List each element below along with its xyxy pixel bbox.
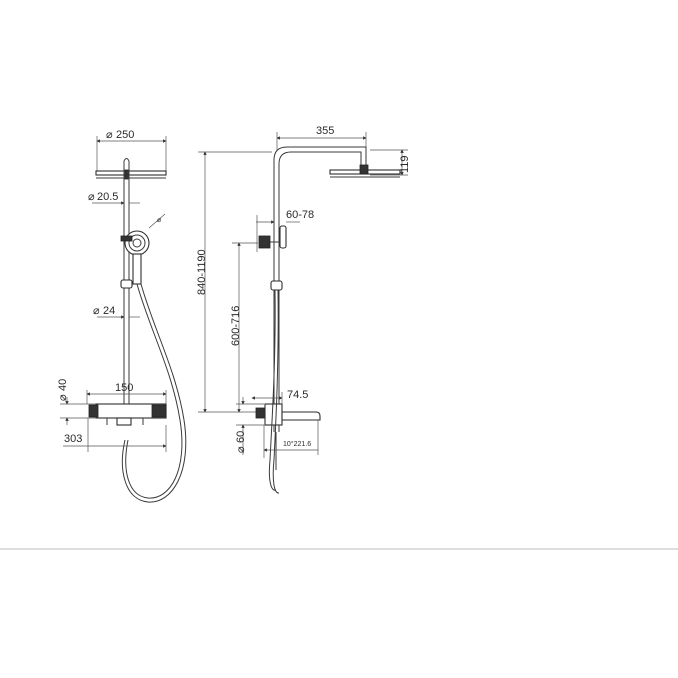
hose-side bbox=[268, 289, 280, 494]
dim-bracket-range: 60-78 bbox=[256, 209, 314, 252]
dim-center-height: 600-716 bbox=[230, 242, 258, 413]
thermostat-valve-front bbox=[88, 403, 167, 426]
dim-head-diameter: ⌀ 250 bbox=[96, 129, 167, 172]
label-valve-diameter: 60 bbox=[235, 431, 247, 443]
riser-arm-side bbox=[273, 146, 367, 412]
label-spout-note: 10°221.6 bbox=[283, 440, 311, 448]
label-arm-reach: 355 bbox=[316, 125, 334, 137]
shower-head-side bbox=[329, 164, 401, 178]
svg-text:⌀: ⌀ bbox=[88, 191, 95, 203]
dim-total-height: 840-1190 bbox=[196, 151, 272, 413]
dim-holder-diameter: ⌀ 24 bbox=[93, 305, 140, 319]
svg-text:⌀: ⌀ bbox=[106, 129, 113, 141]
dim-valve-diameter: ⌀ 60 bbox=[235, 397, 264, 455]
dim-spout-offset: 74.5 bbox=[251, 389, 308, 404]
hand-shower-side bbox=[258, 225, 287, 249]
label-total-height: 840-1190 bbox=[196, 249, 208, 295]
shower-hose bbox=[121, 283, 187, 503]
dim-valve-centers: 150 bbox=[86, 382, 167, 404]
label-head-drop: 119 bbox=[399, 155, 411, 173]
slide-holder-side bbox=[270, 280, 283, 291]
label-head-diameter: 250 bbox=[116, 129, 134, 141]
label-center-height: 600-716 bbox=[230, 306, 242, 346]
label-spout-offset: 74.5 bbox=[287, 389, 308, 401]
thermostat-valve-side bbox=[255, 403, 321, 432]
dim-valve-width: 303 bbox=[63, 418, 167, 452]
dim-head-drop: 119 bbox=[370, 149, 411, 176]
label-valve-width: 303 bbox=[64, 433, 82, 445]
front-view: ⌀ 250 ⌀ 20.5 ⌀ bbox=[57, 129, 187, 503]
side-view: 355 119 60-78 bbox=[196, 125, 411, 494]
label-bracket-range: 60-78 bbox=[286, 209, 314, 221]
dim-arm-reach: 355 bbox=[276, 125, 367, 172]
dim-spout-note: 10°221.6 bbox=[263, 420, 319, 458]
svg-text:⌀: ⌀ bbox=[157, 217, 161, 224]
label-holder-diameter: 24 bbox=[103, 305, 115, 317]
dim-valve-height: ⌀ 40 bbox=[57, 379, 96, 425]
slide-holder bbox=[120, 279, 133, 289]
shower-head-front bbox=[95, 169, 167, 180]
svg-text:⌀: ⌀ bbox=[93, 305, 100, 317]
hand-shower-front: ⌀ bbox=[120, 213, 166, 285]
dim-pipe-diameter: ⌀ 20.5 bbox=[88, 191, 140, 205]
label-valve-height: 40 bbox=[57, 379, 69, 391]
svg-text:⌀: ⌀ bbox=[235, 446, 247, 453]
label-valve-centers: 150 bbox=[115, 382, 133, 394]
label-pipe-diameter: 20.5 bbox=[97, 191, 118, 203]
svg-text:⌀: ⌀ bbox=[57, 394, 69, 401]
